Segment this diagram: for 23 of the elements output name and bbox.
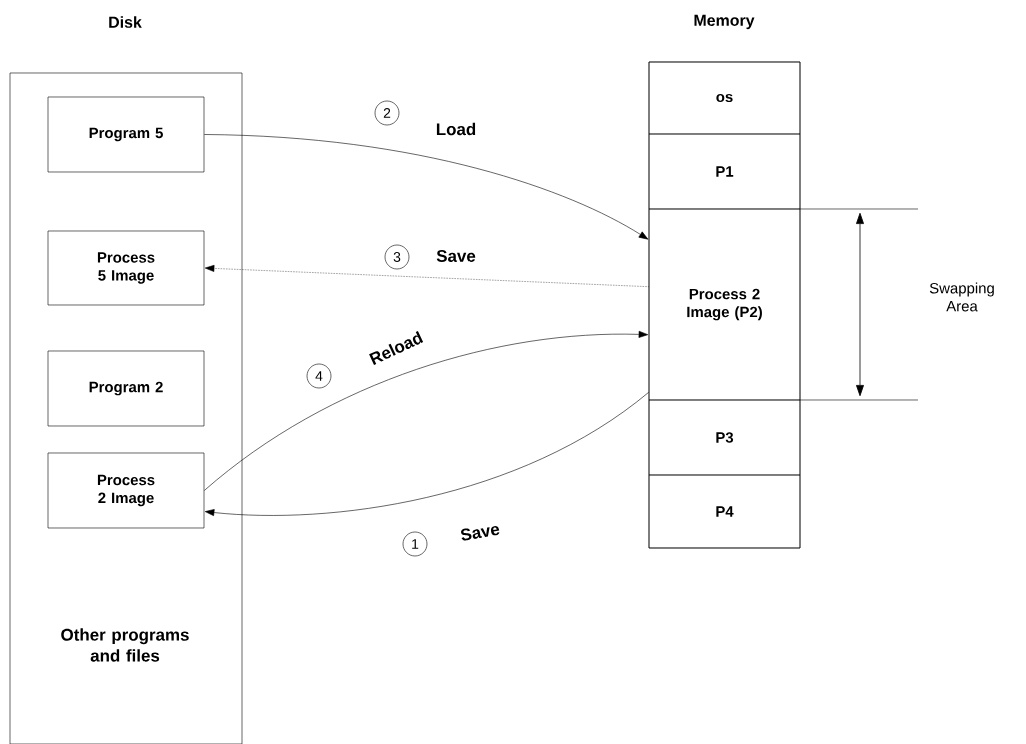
node-label: Memory <box>694 14 755 30</box>
memory-cell: P3 <box>648 399 801 476</box>
memory-cell: Process 2 Image (P2) <box>648 208 801 401</box>
callout-number: 1 <box>402 531 428 557</box>
edge-label: Save <box>435 249 477 263</box>
edge-label: Save <box>458 521 502 543</box>
callout-number: 2 <box>374 100 400 126</box>
memory-cell: os <box>648 61 801 135</box>
arrow <box>204 134 649 240</box>
arrow <box>204 264 649 287</box>
process-box: Program 2 <box>47 350 205 427</box>
node-label: Disk <box>109 16 142 28</box>
edge-label: Load <box>434 121 478 137</box>
arrow <box>204 392 649 516</box>
dimension-label: Swapping Area <box>929 282 994 312</box>
memory-cell: P4 <box>648 474 801 549</box>
callout-number: 4 <box>306 363 332 389</box>
arrow <box>204 330 649 491</box>
process-box: Process 2 Image <box>47 452 205 529</box>
callout-number: 3 <box>384 244 410 270</box>
memory-cell: P1 <box>648 133 801 210</box>
process-box: Program 5 <box>47 96 205 173</box>
process-box: Process 5 Image <box>47 230 205 306</box>
